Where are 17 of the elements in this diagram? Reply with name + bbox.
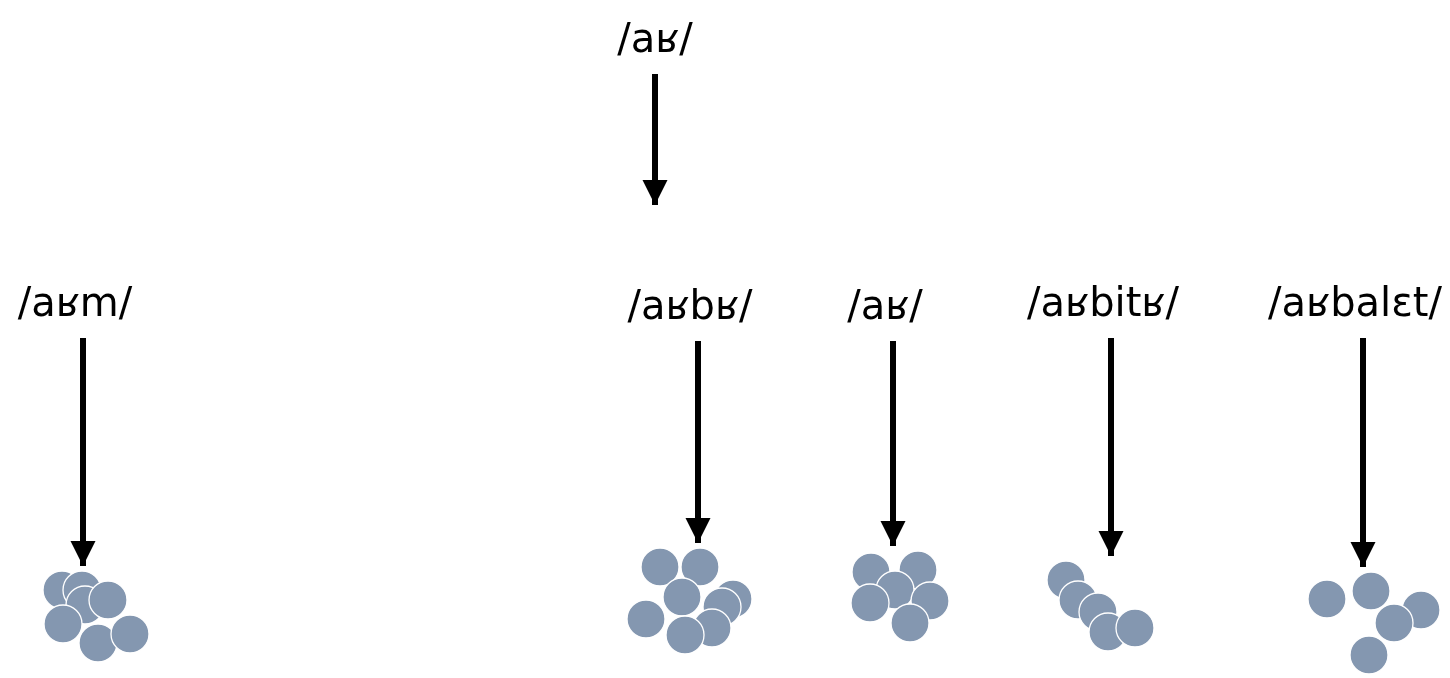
- circle-cluster-drawing: [1307, 571, 1441, 675]
- arrow: [70, 338, 96, 566]
- arrow: [1350, 338, 1376, 567]
- phonetic-label: /aʁm/: [17, 282, 133, 322]
- circle-cluster-drawing: [850, 550, 950, 643]
- circle-cluster-drawing: [42, 570, 150, 663]
- phonetic-label: /aʁ/: [847, 285, 923, 325]
- arrow: [642, 74, 668, 205]
- arrow: [880, 341, 906, 546]
- phonetic-label: /aʁ/: [617, 18, 693, 58]
- phonetic-label: /aʁbalɛt/: [1268, 282, 1442, 322]
- phonetic-label: /aʁbitʁ/: [1027, 282, 1179, 322]
- arrow: [685, 341, 711, 543]
- phonetic-label: /aʁbʁ/: [627, 285, 753, 325]
- circle-cluster-drawing: [1046, 560, 1155, 652]
- arrow: [1098, 338, 1124, 556]
- circle-cluster-drawing: [626, 547, 753, 655]
